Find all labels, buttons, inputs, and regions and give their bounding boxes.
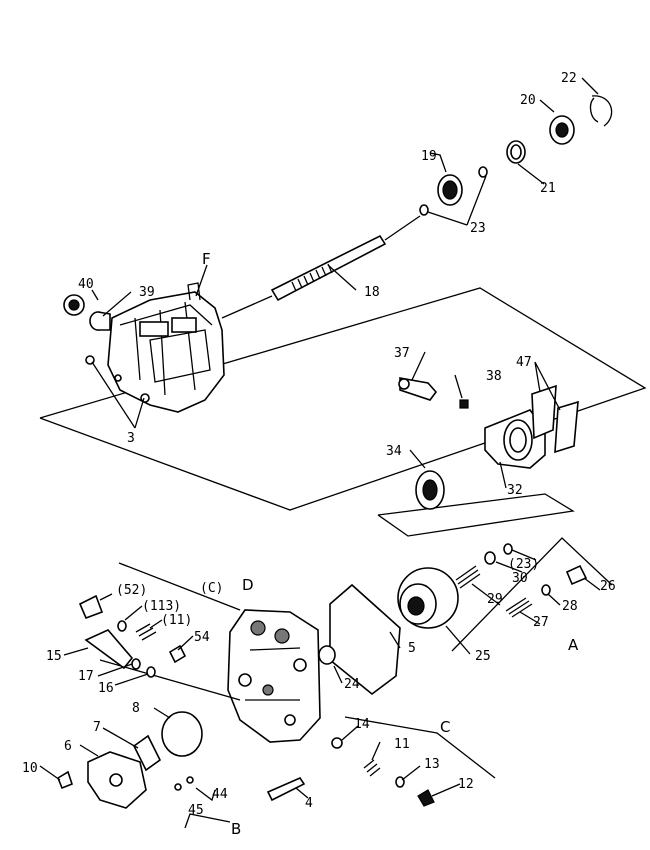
plate-part <box>531 384 579 454</box>
label-4: 4 <box>305 796 313 811</box>
part-labels: 40 39 3 F 18 19 23 21 20 22 37 38 47 34 … <box>22 71 616 838</box>
washer-part <box>541 584 551 596</box>
rotor-part <box>397 567 459 629</box>
bearing-part <box>437 174 463 206</box>
cover-part <box>484 409 546 469</box>
label-22: 22 <box>561 71 577 86</box>
label-47: 47 <box>516 355 532 370</box>
washer-part <box>419 204 429 216</box>
label-8: 8 <box>132 701 140 716</box>
housing-part <box>107 282 225 413</box>
label-14: 14 <box>354 717 370 732</box>
label-b: B <box>231 820 241 838</box>
spring-part <box>363 759 381 777</box>
bolt-part <box>266 776 306 802</box>
washer-part <box>478 166 488 178</box>
label-16: 16 <box>98 681 114 696</box>
right-c-platform <box>344 716 496 779</box>
label-13: 13 <box>424 757 440 772</box>
plug-part <box>565 564 588 586</box>
label-d: D <box>242 576 254 594</box>
label-54: 54 <box>194 630 210 645</box>
label-18: 18 <box>364 285 380 300</box>
washer-part <box>503 543 513 555</box>
spring-part <box>135 623 157 641</box>
pump-platform-a <box>451 537 613 652</box>
seal-part <box>63 294 85 316</box>
valve-part <box>84 629 134 670</box>
label-32: 32 <box>507 483 523 498</box>
bushing-part <box>89 311 111 331</box>
washer-part <box>117 620 127 632</box>
key-part <box>459 399 469 409</box>
label-40: 40 <box>78 277 94 292</box>
label-23: 23 <box>470 221 486 236</box>
label-34: 34 <box>386 444 402 459</box>
label-28: 28 <box>562 599 578 614</box>
label-21: 21 <box>540 181 556 196</box>
lever-part <box>398 377 438 401</box>
label-30: 30 <box>512 571 528 586</box>
label-11: 11 <box>394 737 410 752</box>
washer-part <box>131 658 141 670</box>
label-a: A <box>568 636 579 654</box>
label-25: 25 <box>475 649 491 664</box>
cover-platform <box>377 493 575 537</box>
gasket-part <box>329 583 401 696</box>
label-45: 45 <box>188 803 204 818</box>
bolt-part <box>57 770 73 790</box>
label-20: 20 <box>520 93 536 108</box>
gear-part <box>132 734 162 772</box>
label-f: F <box>202 250 211 268</box>
label-c-paren: (C) <box>200 581 223 596</box>
bearing-part <box>549 115 575 145</box>
label-39: 39 <box>139 285 155 300</box>
label-24: 24 <box>344 677 360 692</box>
label-27: 27 <box>533 615 549 630</box>
label-26: 26 <box>600 579 616 594</box>
washer-part <box>484 551 496 565</box>
label-c: C <box>440 718 450 736</box>
label-17: 17 <box>78 669 94 684</box>
shaft-part <box>221 215 421 319</box>
label-111: (11) <box>161 613 192 628</box>
upper-platform <box>39 287 647 511</box>
label-37: 37 <box>394 346 410 361</box>
label-44: 44 <box>212 787 228 802</box>
label-52: (52) <box>116 583 147 598</box>
leader-lines <box>39 77 601 829</box>
spring-part <box>455 565 481 589</box>
pin-part <box>174 783 182 791</box>
end-cover-part <box>87 751 147 809</box>
plug-part <box>78 594 104 620</box>
label-6: 6 <box>64 739 72 754</box>
plug-part <box>417 789 435 807</box>
o-ring-part <box>161 711 203 757</box>
spring-part <box>505 597 533 618</box>
ball-part <box>331 737 343 749</box>
washer-part <box>146 666 156 678</box>
label-7: 7 <box>93 720 101 735</box>
label-5: 5 <box>408 641 416 656</box>
washer-part <box>395 776 405 788</box>
snap-ring-part <box>589 95 613 127</box>
label-3: 3 <box>127 431 135 446</box>
seal-part <box>415 470 445 510</box>
valve-body-part <box>227 609 321 743</box>
label-29: 29 <box>487 592 503 607</box>
ring-part <box>506 140 526 164</box>
bolt-part <box>168 644 187 664</box>
plug-part <box>318 645 336 665</box>
label-12: 12 <box>458 777 474 792</box>
label-23-paren: (23) <box>508 557 539 572</box>
label-113: (113) <box>142 599 181 614</box>
label-19: 19 <box>421 149 437 164</box>
pin-part <box>186 776 194 784</box>
label-38: 38 <box>486 369 502 384</box>
label-10: 10 <box>22 761 38 776</box>
label-15: 15 <box>46 649 62 664</box>
